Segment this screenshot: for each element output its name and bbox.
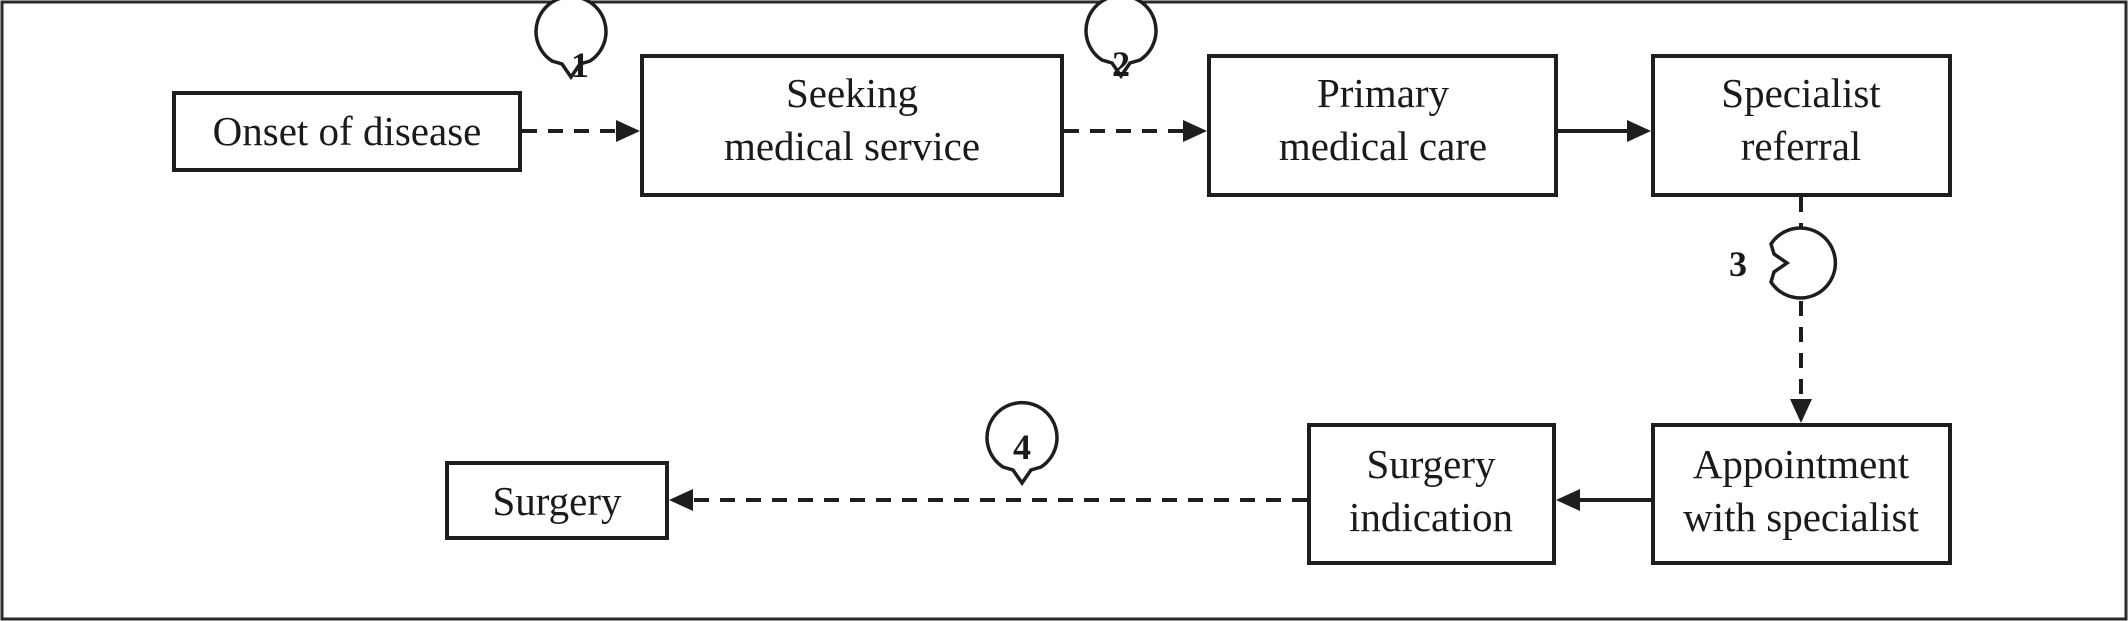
node-surgery: Surgery	[445, 461, 669, 540]
node-onset-of-disease: Onset of disease	[172, 91, 522, 172]
arrowhead-primary-to-specialist	[1627, 120, 1651, 142]
arrowhead-appointment-to-indication	[1556, 489, 1580, 511]
arrowhead-onset-to-seeking	[616, 120, 640, 142]
arrowhead-indication-to-surgery	[669, 489, 693, 511]
node-surgery-label: Surgery	[492, 478, 622, 524]
node-primary-label-line1: Primary	[1317, 70, 1450, 116]
node-primary-medical-care: Primary medical care	[1207, 54, 1558, 197]
node-indication-label-line2: indication	[1349, 494, 1513, 540]
delay-badge-4: 4	[985, 400, 1059, 487]
node-primary-label-line2: medical care	[1279, 123, 1487, 169]
node-appointment-label-line1: Appointment	[1693, 441, 1910, 487]
node-seeking-label-line2: medical service	[724, 123, 980, 169]
delay-badge-3-number: 3	[1729, 244, 1747, 284]
delay-badge-1: 1	[534, 0, 608, 85]
node-specialist-referral: Specialist referral	[1651, 54, 1952, 197]
delay-badge-1-number: 1	[571, 45, 589, 85]
delay-badge-2: 2	[1084, 0, 1158, 84]
node-appointment-with-specialist: Appointment with specialist	[1651, 423, 1952, 565]
node-seeking-medical-service: Seeking medical service	[640, 54, 1064, 197]
arrowhead-seeking-to-primary	[1183, 120, 1207, 142]
delay-badge-3: 3	[1729, 226, 1838, 300]
arrowhead-specialist-to-appointment	[1790, 399, 1812, 423]
node-specialist-label-line2: referral	[1741, 123, 1862, 169]
delay-badge-2-number: 2	[1112, 44, 1130, 84]
node-onset-label: Onset of disease	[213, 108, 482, 154]
node-seeking-label-line1: Seeking	[786, 70, 918, 116]
node-surgery-indication: Surgery indication	[1307, 423, 1556, 565]
delay-badge-4-number: 4	[1013, 427, 1031, 467]
node-specialist-label-line1: Specialist	[1721, 70, 1881, 116]
node-appointment-label-line2: with specialist	[1683, 494, 1919, 540]
node-indication-label-line1: Surgery	[1366, 441, 1496, 487]
